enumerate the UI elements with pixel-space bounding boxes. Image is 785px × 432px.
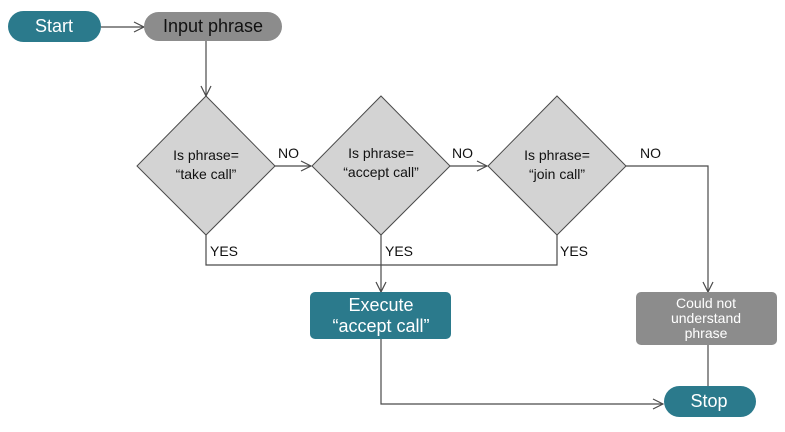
decision-accept-shape — [311, 95, 451, 236]
edge-take-yes — [205, 235, 381, 266]
start-terminal-shape — [8, 11, 101, 42]
input-node: Input phrase — [144, 12, 282, 41]
not-understood-shape — [636, 292, 777, 345]
execute-process-shape — [310, 292, 451, 339]
decision-accept-call: Is phrase= “accept call” — [311, 95, 451, 236]
not-understood-line3: phrase — [685, 325, 728, 341]
not-understood-node: Could not understand phrase — [636, 292, 777, 345]
edge-label-take-yes: YES — [210, 243, 238, 259]
not-understood-line1: Could not — [676, 295, 736, 311]
edge-label-take-no: NO — [278, 145, 299, 161]
stop-label: Stop — [690, 391, 727, 411]
input-shape — [144, 12, 282, 41]
edge-label-accept-yes: YES — [385, 243, 413, 259]
execute-line2: “accept call” — [332, 316, 429, 336]
start-node: Start — [8, 11, 101, 42]
edge-join-no — [626, 165, 708, 292]
decision-take-line2: “take call” — [176, 166, 237, 182]
not-understood-line2: understand — [671, 310, 741, 326]
decision-take-line1: Is phrase= — [173, 147, 239, 163]
decision-accept-line2: “accept call” — [343, 164, 419, 180]
execute-line1: Execute — [348, 295, 413, 315]
decision-take-shape — [136, 95, 276, 236]
edge-label-accept-no: NO — [452, 145, 473, 161]
stop-terminal-shape — [664, 386, 756, 417]
input-label: Input phrase — [163, 16, 263, 36]
execute-node: Execute “accept call” — [310, 292, 451, 339]
decision-join-call: Is phrase= “join call” — [487, 95, 627, 236]
edge-label-join-no: NO — [640, 145, 661, 161]
edge-execute-to-stop — [380, 339, 663, 404]
stop-node: Stop — [664, 386, 756, 417]
decision-join-shape — [487, 95, 627, 236]
edge-join-yes — [381, 235, 558, 266]
decision-join-line1: Is phrase= — [524, 147, 590, 163]
start-label: Start — [35, 16, 73, 36]
decision-join-line2: “join call” — [529, 166, 585, 182]
decision-accept-line1: Is phrase= — [348, 145, 414, 161]
edge-label-join-yes: YES — [560, 243, 588, 259]
decision-take-call: Is phrase= “take call” — [136, 95, 276, 236]
